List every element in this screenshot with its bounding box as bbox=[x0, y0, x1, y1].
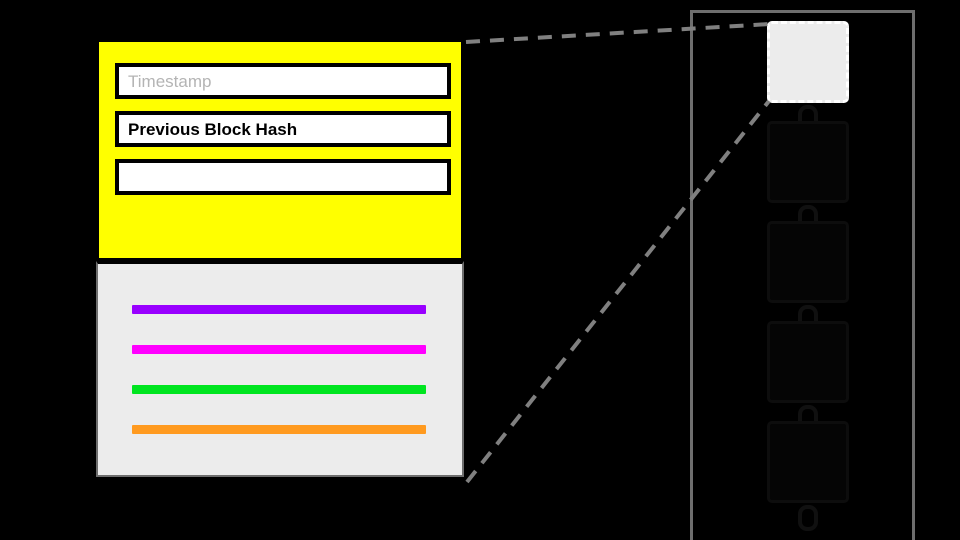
chain-link-icon bbox=[798, 505, 818, 531]
timestamp-field[interactable]: Timestamp bbox=[115, 63, 451, 99]
nonce-field[interactable] bbox=[115, 159, 451, 195]
transaction-list bbox=[96, 261, 464, 477]
timestamp-field-placeholder: Timestamp bbox=[128, 71, 212, 91]
block-detail-card[interactable]: Timestamp Previous Block Hash bbox=[96, 39, 464, 477]
chain-block-1[interactable] bbox=[767, 121, 849, 203]
transaction-row-4[interactable] bbox=[132, 425, 426, 434]
chain-block-4[interactable] bbox=[767, 421, 849, 503]
transaction-row-3[interactable] bbox=[132, 385, 426, 394]
block-header: Timestamp Previous Block Hash bbox=[96, 39, 464, 261]
chain-block-2[interactable] bbox=[767, 221, 849, 303]
transaction-row-2[interactable] bbox=[132, 345, 426, 354]
selected-block[interactable] bbox=[767, 21, 849, 103]
previous-block-hash-value: Previous Block Hash bbox=[128, 119, 298, 139]
blockchain-column bbox=[690, 10, 915, 540]
previous-block-hash-field[interactable]: Previous Block Hash bbox=[115, 111, 451, 147]
chain-block-3[interactable] bbox=[767, 321, 849, 403]
transaction-row-1[interactable] bbox=[132, 305, 426, 314]
